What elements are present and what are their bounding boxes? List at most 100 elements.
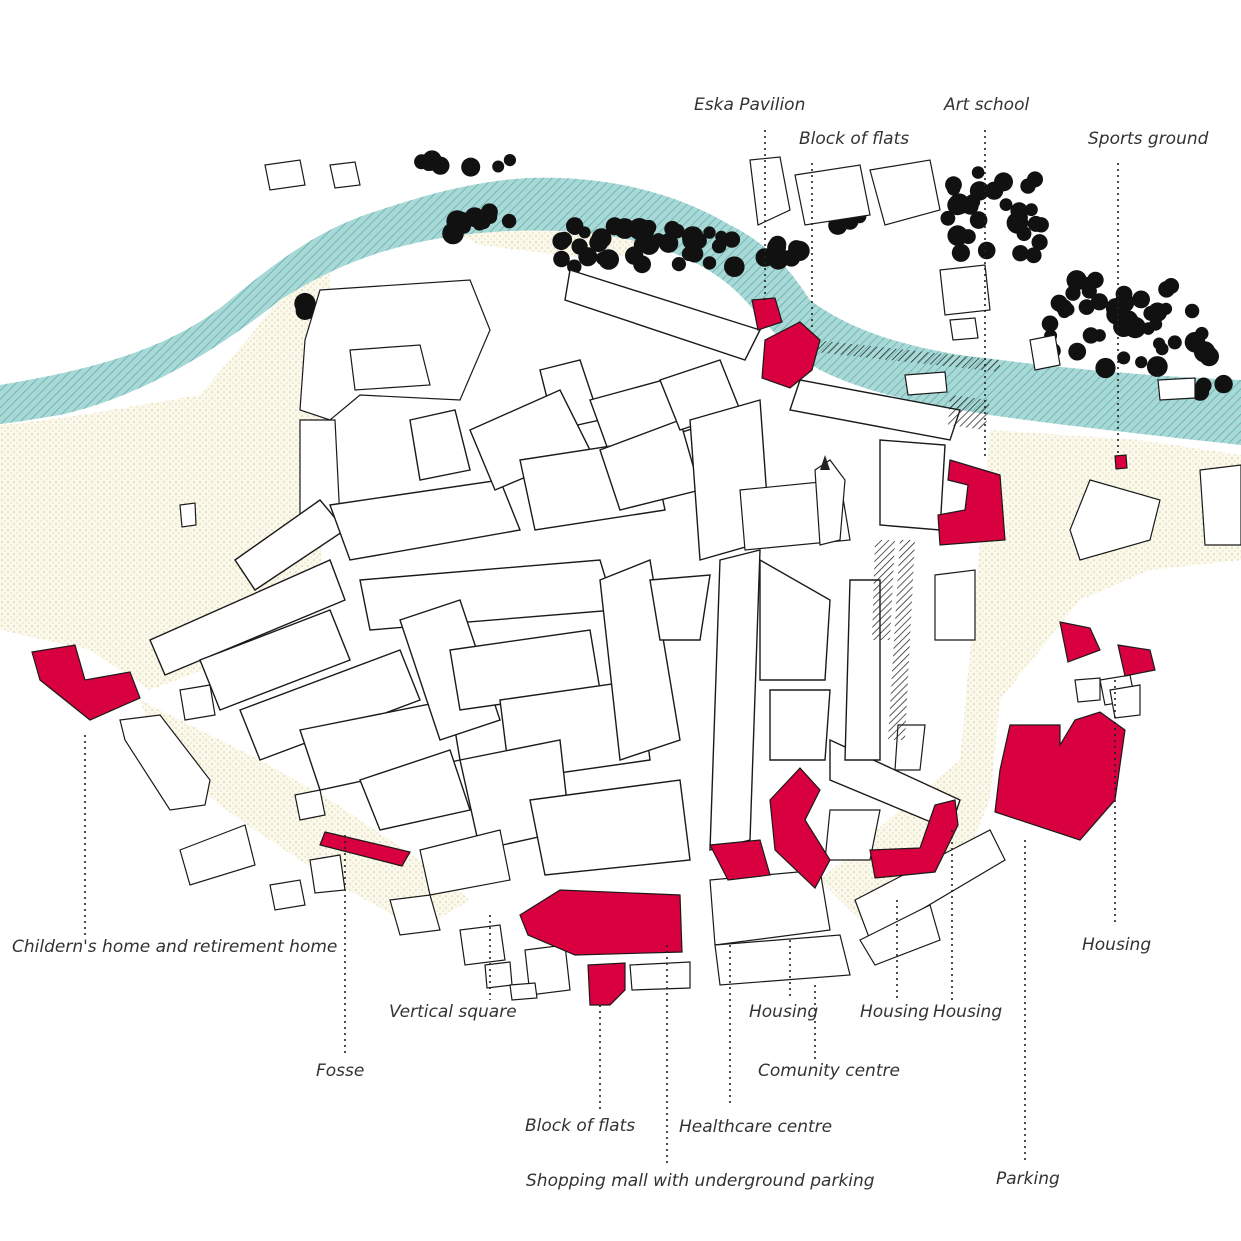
tree	[682, 229, 704, 251]
tree	[1078, 299, 1095, 315]
tree	[671, 257, 687, 272]
map-labels: Eska Pavilion Block of flats Art school …	[12, 95, 1209, 1191]
tree	[501, 213, 517, 229]
label-housing-1: Housing	[749, 1002, 818, 1022]
tree	[946, 182, 961, 196]
tree	[1033, 217, 1049, 233]
proposed-housing-1	[709, 839, 771, 881]
tree	[461, 157, 481, 177]
tree	[1159, 302, 1173, 315]
tree	[1090, 293, 1108, 311]
tree	[1082, 327, 1100, 344]
label-housing-east: Housing	[1082, 935, 1151, 955]
tree	[605, 217, 624, 236]
tree	[1065, 285, 1081, 301]
proposed-block-of-flats-south	[587, 962, 626, 1006]
tree	[767, 237, 787, 257]
proposed-housing-east-b	[1117, 644, 1156, 677]
hatched-ramps	[815, 340, 1000, 740]
tree	[969, 211, 988, 229]
tree	[724, 256, 745, 278]
tree	[568, 221, 582, 236]
tree	[789, 240, 810, 261]
tree	[483, 210, 498, 224]
tree	[1106, 304, 1127, 325]
tree	[947, 225, 968, 246]
tree	[552, 232, 571, 251]
proposed-art-school	[937, 459, 1006, 546]
label-housing-2: Housing	[860, 1002, 929, 1022]
tree	[301, 306, 315, 320]
tree	[1095, 357, 1116, 379]
proposed-housing-east-c	[994, 711, 1126, 841]
proposed-housing-3	[869, 799, 959, 879]
proposed-sports-ground	[1114, 454, 1128, 470]
tree	[1167, 335, 1182, 350]
tree	[1146, 356, 1168, 377]
tree	[951, 243, 971, 262]
tree	[1010, 208, 1028, 227]
tree	[999, 198, 1013, 212]
label-art-school: Art school	[943, 95, 1029, 115]
tree	[1061, 303, 1075, 316]
label-childrens-home: Childern's home and retirement home	[12, 937, 337, 957]
label-vertical-square: Vertical square	[389, 1002, 517, 1022]
proposed-shopping-mall	[519, 889, 683, 956]
label-housing-3: Housing	[933, 1002, 1002, 1022]
tree	[640, 220, 656, 236]
tree	[703, 226, 716, 239]
label-parking: Parking	[996, 1169, 1060, 1189]
tree	[1012, 245, 1029, 262]
label-healthcare-centre: Healthcare centre	[679, 1117, 832, 1137]
tree	[1041, 315, 1059, 333]
proposed-buildings	[31, 297, 1156, 1006]
tree	[723, 231, 741, 248]
tree	[1214, 374, 1233, 394]
tree	[598, 249, 619, 270]
proposed-housing-east-a	[1059, 621, 1101, 663]
tree	[591, 228, 612, 249]
tree	[1025, 247, 1042, 264]
tree	[1135, 356, 1148, 369]
label-eska-pavilion: Eska Pavilion	[694, 95, 805, 115]
label-community-centre: Comunity centre	[758, 1061, 900, 1081]
tree	[715, 230, 728, 243]
outlying-buildings	[119, 156, 1241, 1001]
tree	[1117, 351, 1131, 365]
label-block-of-flats-south: Block of flats	[525, 1116, 635, 1136]
tree	[1066, 270, 1087, 291]
tree	[1016, 226, 1032, 242]
proposed-eska-pavilion	[751, 297, 783, 331]
label-shopping-mall: Shopping mall with underground parking	[526, 1171, 875, 1191]
tree	[702, 256, 717, 270]
tree	[422, 158, 435, 171]
tree	[1068, 342, 1087, 361]
tree	[633, 237, 649, 253]
tree	[1184, 331, 1206, 353]
tree	[994, 172, 1013, 192]
tree	[1163, 278, 1180, 294]
leader-lines	[84, 130, 1119, 1165]
tree	[971, 166, 985, 179]
old-town-buildings	[149, 269, 1006, 986]
tree	[553, 250, 570, 268]
tree	[1031, 234, 1048, 251]
tree	[1155, 342, 1169, 356]
tree	[940, 210, 956, 226]
tree	[664, 220, 681, 237]
tree	[633, 255, 651, 274]
tree	[977, 241, 996, 260]
tree	[1025, 203, 1038, 217]
proposed-housing-2	[769, 767, 831, 889]
tree	[452, 211, 471, 230]
tree	[571, 238, 588, 255]
tree	[681, 246, 697, 262]
label-sports-ground: Sports ground	[1088, 129, 1209, 149]
tree	[1027, 171, 1043, 188]
proposed-block-of-flats-north	[761, 321, 821, 389]
tree	[1087, 271, 1104, 289]
tree	[503, 154, 516, 167]
tree	[492, 160, 505, 173]
tree	[948, 193, 970, 215]
